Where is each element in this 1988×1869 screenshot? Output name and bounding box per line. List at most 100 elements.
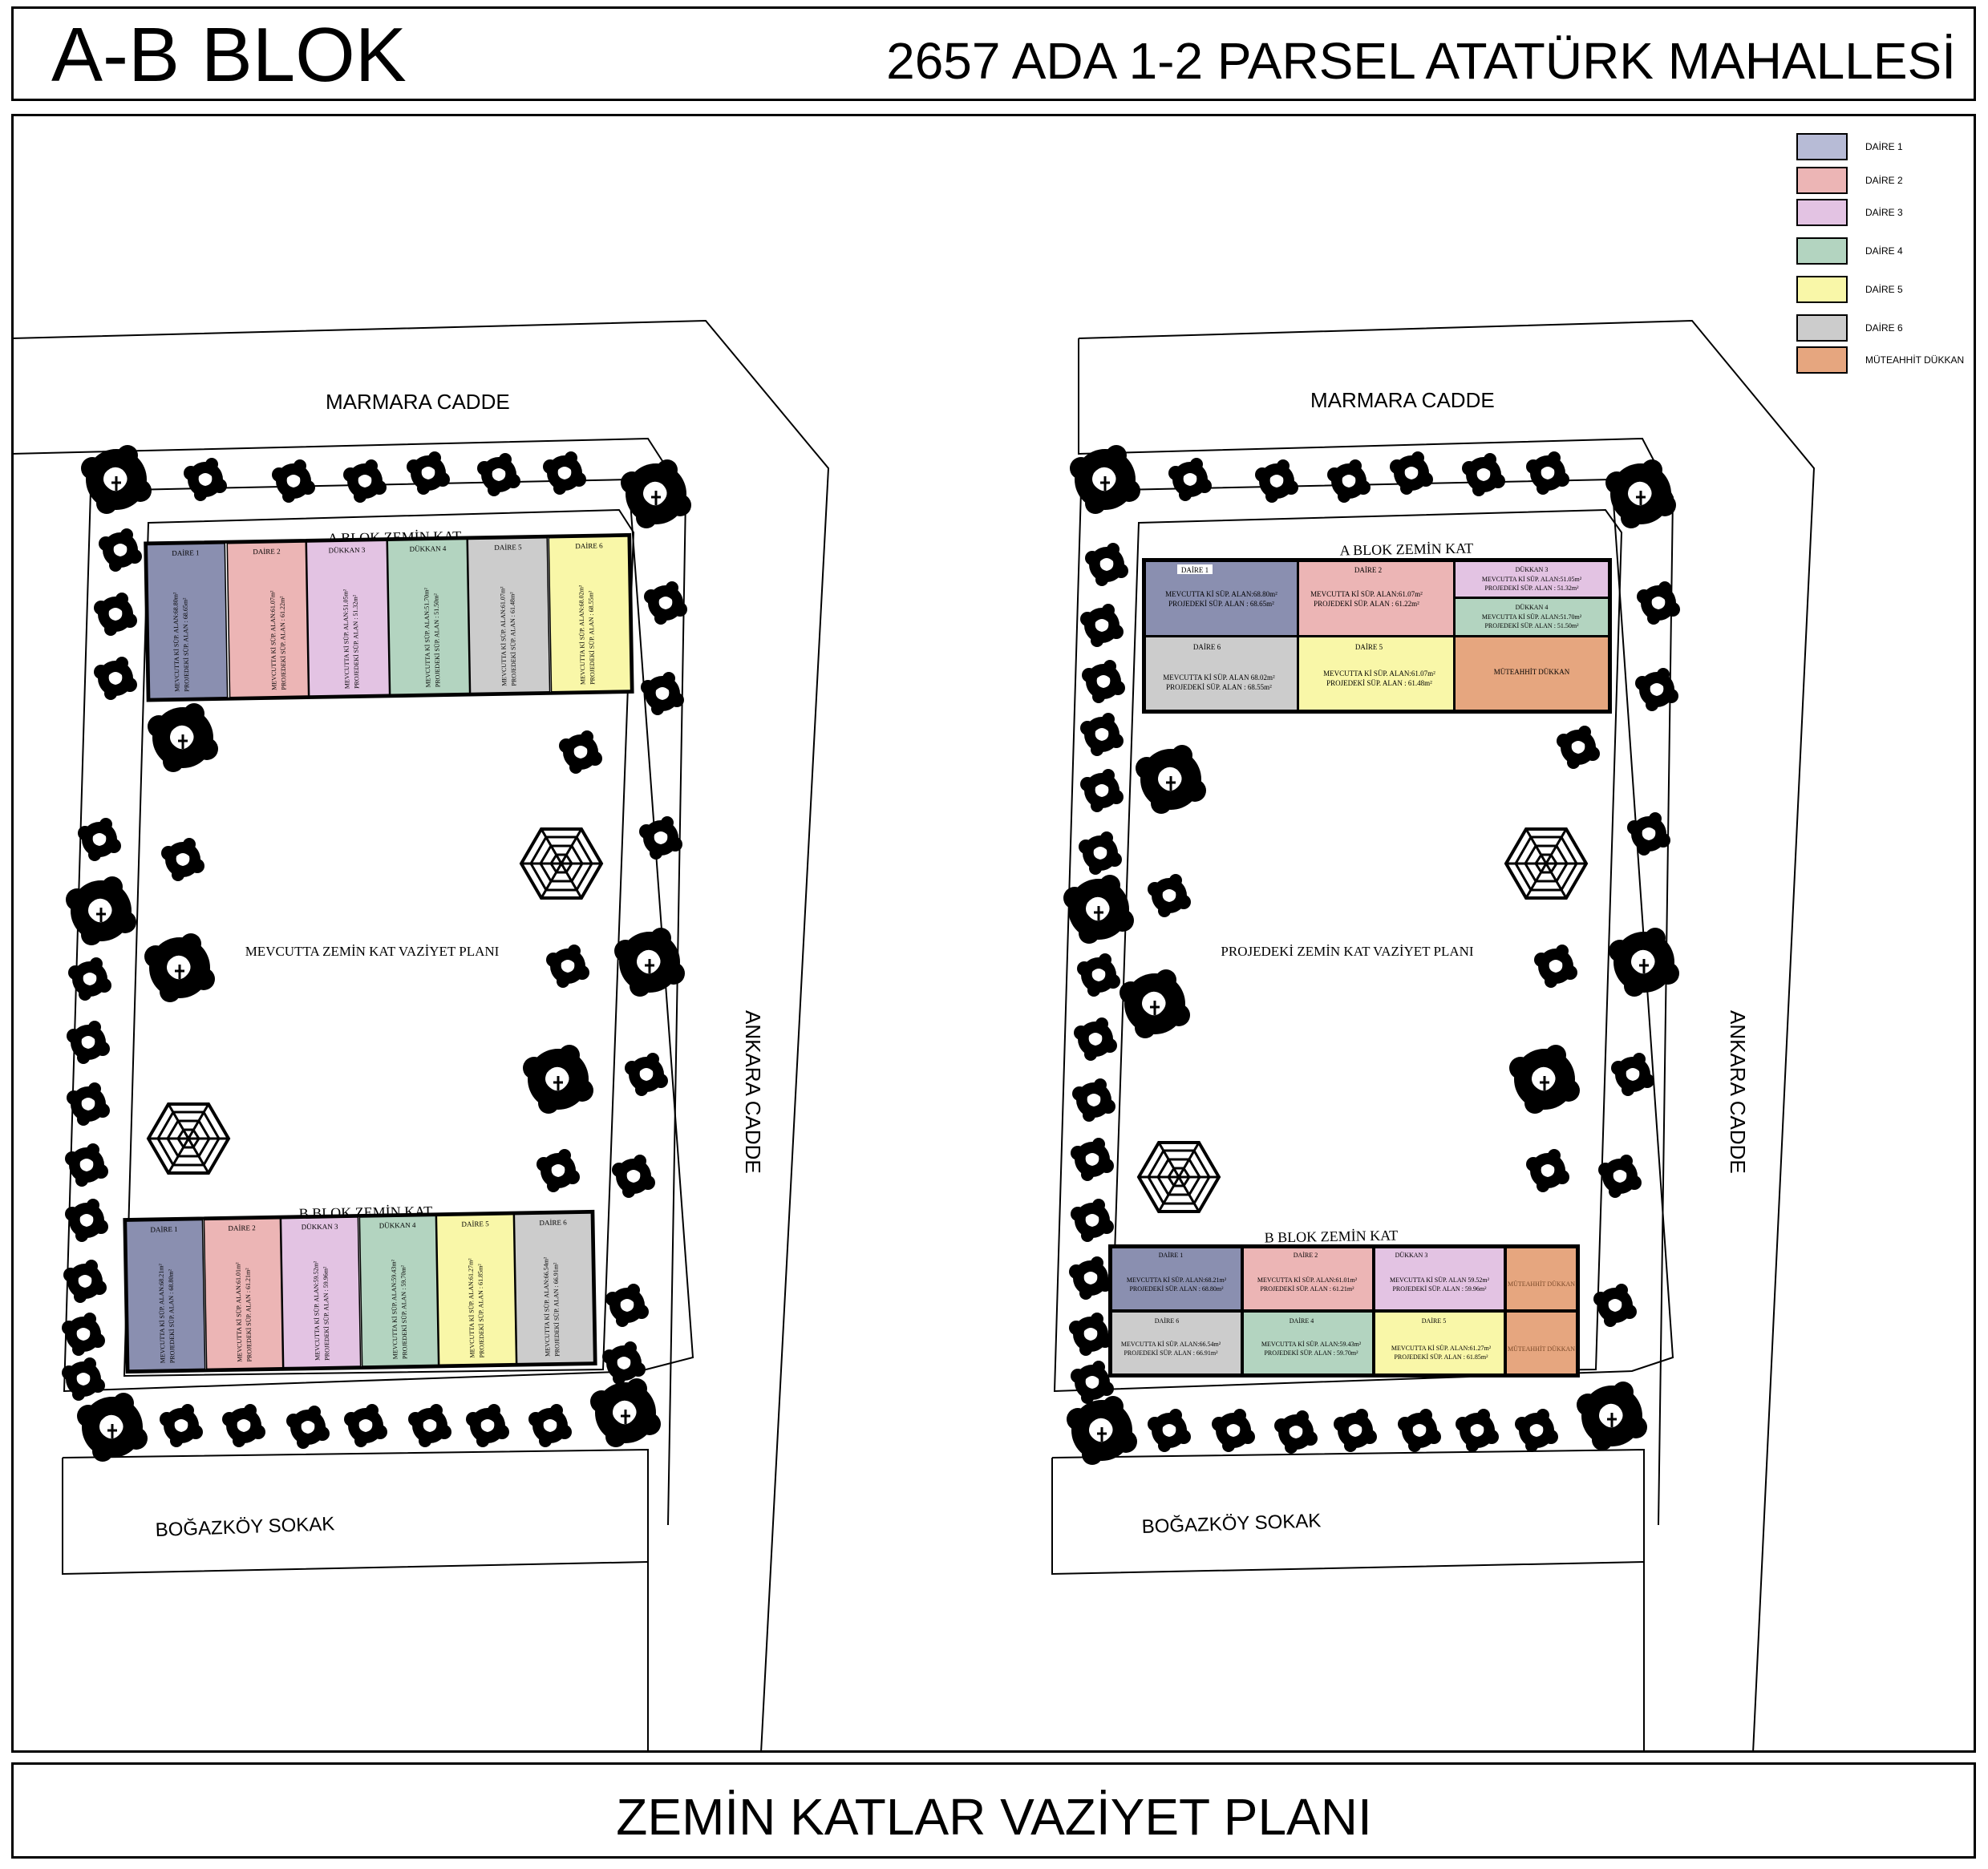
legend-item: DAİRE 2 (1796, 167, 1988, 196)
unit: DAİRE 2 MEVCUTTA Kİ SÜP. ALAN:61.01m² PR… (203, 1217, 284, 1370)
unit-project-area: PROJEDEKİ SÜP. ALAN : 68.55m² (1166, 683, 1272, 691)
tree-icon (1118, 968, 1192, 1040)
tree-icon (1079, 831, 1122, 875)
legend-item: DAİRE 4 (1796, 237, 1988, 266)
tree-icon (639, 816, 682, 860)
legend-label: DAİRE 6 (1865, 322, 1903, 334)
block-title: A-B BLOK (51, 12, 407, 98)
tree-icon (67, 1021, 110, 1064)
unit-name: DÜKKAN 4 (379, 1221, 416, 1230)
tree-icon (1069, 1313, 1112, 1356)
tree-icon (94, 657, 137, 700)
gazebo-icon (1504, 827, 1588, 900)
unit-name: DAİRE 5 (1422, 1317, 1446, 1325)
tree-icon (65, 1199, 108, 1242)
unit-project-area: PROJEDEKİ SÜP. ALAN : 61.21m² (244, 1268, 253, 1362)
unit: DAİRE 1 MEVCUTTA Kİ SÜP. ALAN:68.21m² PR… (125, 1219, 206, 1371)
tree-icon (1327, 459, 1371, 503)
unit-existing-area: MEVCUTTA Kİ SÜP. ALAN:51.70m² (1482, 613, 1582, 621)
unit: DAİRE 2 MEVCUTTA Kİ SÜP. ALAN:61.07m² PR… (1298, 560, 1455, 637)
tree-icon (1065, 1394, 1139, 1466)
unit-project-area: PROJEDEKİ SÜP. ALAN : 59.96m² (322, 1266, 330, 1361)
tree-icon (1334, 1409, 1377, 1452)
tree-icon (1462, 453, 1505, 496)
tree-icon (1069, 1256, 1112, 1300)
tree-icon (466, 1404, 509, 1447)
unit-existing-area: MEVCUTTA Kİ SÜP. ALAN:61.07m² (1310, 590, 1423, 598)
unit-existing-area: MEVCUTTA Kİ SÜP. ALAN:68.02m² (577, 585, 586, 685)
legend-item: DAİRE 3 (1796, 199, 1988, 228)
existing-b-block: DAİRE 1 MEVCUTTA Kİ SÜP. ALAN:68.21m² PR… (123, 1209, 597, 1374)
tree-icon (1085, 543, 1128, 586)
unit: MÜTEAHHİT DÜKKAN (1505, 1311, 1577, 1375)
legend-item: DAİRE 5 (1796, 276, 1988, 305)
gazebo-icon (1137, 1141, 1221, 1213)
header-frame (11, 6, 1976, 101)
legend-swatch (1796, 314, 1848, 342)
unit-project-area: PROJEDEKİ SÜP. ALAN : 59.70m² (399, 1264, 408, 1359)
unit-name: DAİRE 2 (1294, 1252, 1318, 1259)
tree-icon (222, 1404, 265, 1447)
unit-project-area: PROJEDEKİ SÜP. ALAN : 68.80m² (1129, 1285, 1224, 1293)
unit: DAİRE 5 MEVCUTTA Kİ SÜP. ALAN:61.27m² PR… (435, 1213, 517, 1366)
tree-icon (1134, 743, 1208, 815)
tree-icon (160, 1404, 203, 1447)
unit-project-area: PROJEDEKİ SÜP. ALAN : 61.48m² (508, 592, 517, 686)
unit-name: DAİRE 2 (228, 1224, 255, 1232)
tree-icon (1607, 926, 1681, 998)
street-label-marmara: MARMARA CADDE (1310, 388, 1495, 412)
unit-existing-area: MEVCUTTA Kİ SÜP. ALAN:51.05m² (342, 589, 350, 689)
tree-icon (94, 593, 137, 636)
unit-project-area: PROJEDEKİ SÜP. ALAN : 61.85m² (1394, 1353, 1488, 1361)
tree-icon (602, 1341, 646, 1385)
unit-name: DAİRE 1 (150, 1225, 177, 1234)
tree-icon (613, 926, 686, 998)
sheet-title: ZEMİN KATLAR VAZİYET PLANI (616, 1788, 1372, 1846)
legend-label: DAİRE 1 (1865, 141, 1903, 152)
unit-existing-area: MEVCUTTA Kİ SÜP. ALAN:61.07m² (269, 590, 277, 690)
tree-icon (1575, 1380, 1649, 1452)
unit-project-area: PROJEDEKİ SÜP. ALAN : 61.22m² (278, 596, 287, 690)
legend-item: MÜTEAHHİT DÜKKAN (1796, 346, 1988, 375)
unit-existing-area: MEVCUTTA Kİ SÜP. ALAN:61.01m² (1257, 1276, 1358, 1284)
tree-icon (1604, 458, 1678, 530)
tree-icon (1598, 1155, 1642, 1198)
unit-name: DAİRE 1 (172, 548, 199, 557)
unit-project-area: PROJEDEKİ SÜP. ALAN : 51.32m² (1484, 585, 1579, 592)
tree-icon (68, 957, 111, 1001)
tree-icon (143, 932, 217, 1004)
unit: DAİRE 5 MEVCUTTA Kİ SÜP. ALAN:61.27m² PR… (1374, 1311, 1505, 1375)
legend-item: DAİRE 6 (1796, 314, 1988, 343)
unit-name: DAİRE 1 (1181, 566, 1209, 574)
unit: MÜTEAHHİT DÜKKAN (1454, 636, 1609, 711)
tree-icon (62, 1313, 105, 1356)
tree-icon (286, 1406, 330, 1449)
unit: DÜKKAN 3 MEVCUTTA Kİ SÜP. ALAN 59.52m² P… (1374, 1247, 1505, 1311)
unit-name: DAİRE 2 (1354, 566, 1382, 574)
tree-icon (408, 1404, 451, 1447)
tree-icon (146, 702, 220, 774)
tree-icon (641, 672, 684, 715)
unit-name: DÜKKAN 3 (328, 546, 365, 555)
tree-icon (528, 1404, 572, 1447)
unit-name: DAİRE 1 (1159, 1252, 1183, 1259)
legend-label: DAİRE 2 (1865, 175, 1903, 186)
unit-name: DAİRE 6 (1193, 643, 1221, 651)
street-label-marmara: MARMARA CADDE (326, 390, 510, 414)
unit-name: MÜTEAHHİT DÜKKAN (1494, 668, 1570, 676)
unit-existing-area: MEVCUTTA Kİ SÜP. ALAN 68.02m² (1163, 674, 1275, 682)
unit-name: DAİRE 2 (253, 548, 280, 556)
tree-icon (605, 1284, 649, 1327)
tree-icon (1212, 1409, 1255, 1452)
tree-icon (1534, 945, 1577, 988)
legend-swatch (1796, 199, 1848, 226)
unit: DAİRE 6 MEVCUTTA Kİ SÜP. ALAN:66.54m² PR… (1111, 1311, 1242, 1375)
unit-name: DAİRE 5 (494, 543, 522, 552)
unit-existing-area: MEVCUTTA Kİ SÜP. ALAN:61.27m² (467, 1258, 476, 1358)
unit-project-area: PROJEDEKİ SÜP. ALAN : 51.50m² (432, 593, 441, 687)
unit-name: DAİRE 5 (1355, 643, 1383, 651)
unit: DÜKKAN 4 MEVCUTTA Kİ SÜP. ALAN:51.70m² P… (387, 538, 471, 695)
tree-icon (546, 945, 589, 988)
unit-existing-area: MEVCUTTA Kİ SÜP. ALAN:66.54m² (1121, 1341, 1221, 1348)
street-label-bogazkoy: BOĞAZKÖY SOKAK (155, 1513, 334, 1541)
